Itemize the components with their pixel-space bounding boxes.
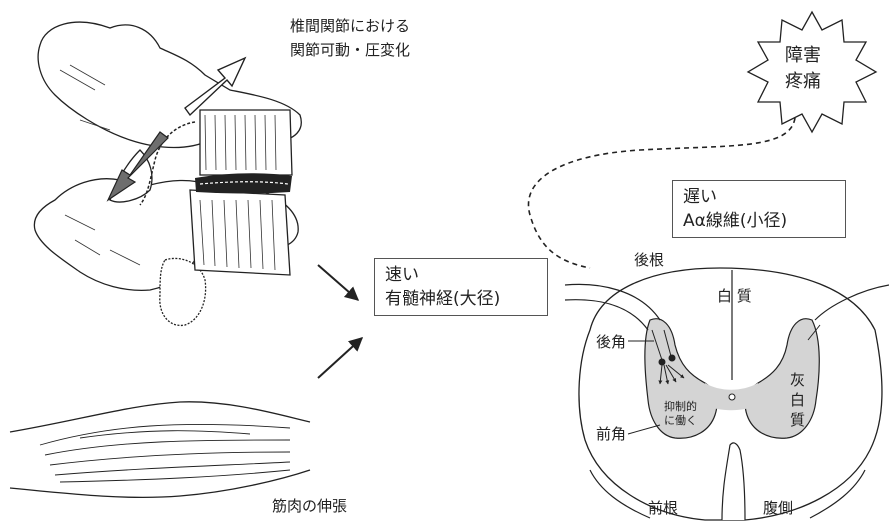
inhibit-label-2: に働く <box>664 414 697 427</box>
gray-matter-label-3: 質 <box>790 410 805 430</box>
fast-fiber-label-1: 速い <box>385 263 537 287</box>
fast-fiber-label-2: 有髄神経(大径) <box>385 287 537 311</box>
synapse-dot <box>669 355 676 362</box>
slow-fiber-label-2: Aα線維(小径) <box>683 209 835 233</box>
muscle-label: 筋肉の伸張 <box>272 496 347 516</box>
fast-fiber-box: 速い 有髄神経(大径) <box>374 258 548 316</box>
gray-matter-label-2: 白 <box>790 390 805 410</box>
pain-label-line2: 疼痛 <box>785 72 821 92</box>
dorsal-root-label: 後根 <box>634 250 664 270</box>
inhibit-label-1: 抑制的 <box>664 400 697 413</box>
arrow-from-vertebra <box>318 265 358 300</box>
dorsal-horn-label: 後角 <box>596 332 626 352</box>
ventral-horn-label: 前角 <box>596 424 626 444</box>
facet-label-line2: 関節可動・圧変化 <box>290 40 410 60</box>
slow-fiber-box: 遅い Aα線維(小径) <box>672 180 846 238</box>
gray-matter-label-1: 灰 <box>790 370 805 390</box>
ventral-side-label: 腹側 <box>763 498 793 518</box>
facet-label-line1: 椎間関節における <box>290 16 410 36</box>
synapse-dot <box>659 359 666 366</box>
arrow-from-muscle <box>318 338 362 378</box>
pain-label-line1: 障害 <box>785 46 821 66</box>
ventral-root-label: 前根 <box>648 498 678 518</box>
muscle-illustration <box>10 402 310 498</box>
slow-fiber-label-1: 遅い <box>683 185 835 209</box>
white-matter-label: 白 質 <box>717 286 752 306</box>
